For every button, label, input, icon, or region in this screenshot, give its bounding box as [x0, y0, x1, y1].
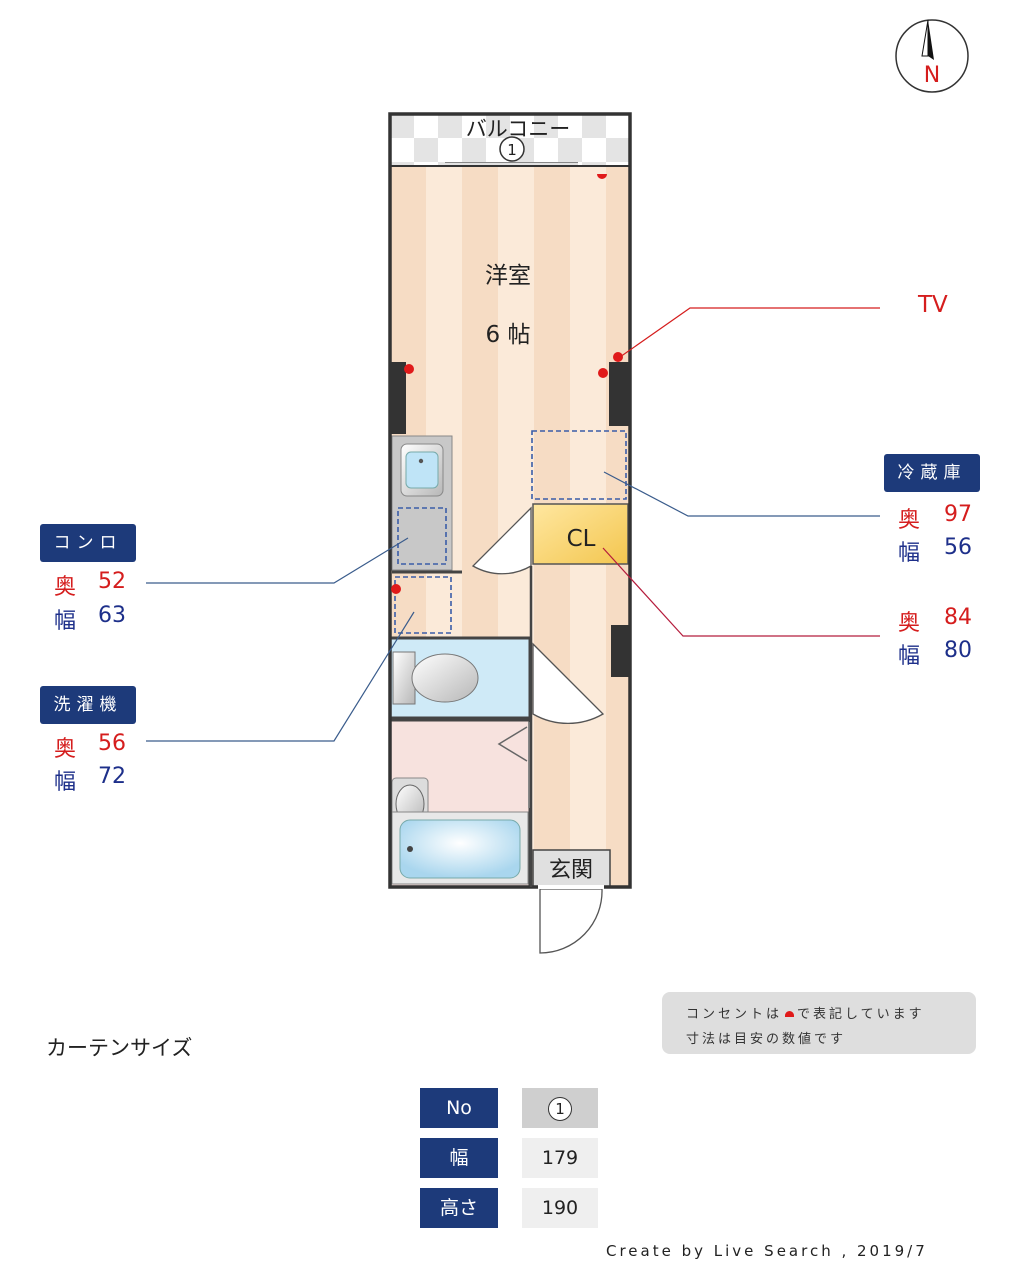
- curtain-value-no: 1: [522, 1088, 598, 1128]
- stove-depth-value: 52: [98, 569, 126, 594]
- fridge-depth-value: 97: [944, 502, 972, 527]
- washer-width-value: 72: [98, 764, 126, 789]
- balcony-label: バルコニー: [466, 117, 571, 141]
- sliding-door: [497, 726, 528, 762]
- note-line2: 寸法は目安の数値です: [686, 1032, 847, 1047]
- closet-door: [471, 506, 532, 575]
- toilet-bowl: [411, 653, 479, 703]
- fridge-width-value: 56: [944, 535, 972, 560]
- credit-line: Create by Live Search , 2019/7: [606, 1242, 928, 1260]
- outlet-legend-icon: [785, 1011, 795, 1017]
- curtain-value-height: 190: [522, 1188, 598, 1228]
- fridge-space: [531, 430, 627, 500]
- entrance-label: 玄関: [549, 858, 593, 883]
- washer-depth-label: 奥: [54, 737, 77, 762]
- closet-width-label: 幅: [898, 644, 921, 669]
- fridge-depth-label: 奥: [898, 508, 921, 533]
- western-room-size: 6 帖: [486, 322, 531, 348]
- callout-lines: [146, 307, 880, 742]
- tv-callout-label: TV: [918, 292, 948, 318]
- closet-width-value: 80: [944, 638, 972, 663]
- toilet-door: [532, 642, 605, 724]
- note-line1-end: で表記しています: [797, 1007, 925, 1022]
- curtain-header-no: No: [420, 1088, 498, 1128]
- closet-label: CL: [567, 526, 596, 552]
- legend-note: コンセントはで表記しています 寸法は目安の数値です: [662, 992, 976, 1054]
- stove-width-label: 幅: [54, 609, 77, 634]
- closet: [532, 503, 629, 565]
- stove-tag: コンロ: [40, 524, 136, 562]
- curtain-header-width: 幅: [420, 1138, 498, 1178]
- curtain-number-badge: 1: [548, 1096, 572, 1121]
- front-door: [539, 888, 603, 954]
- western-room-label: 洋室: [485, 263, 531, 289]
- window-number-badge: [499, 136, 525, 162]
- outer-wall: [388, 112, 632, 889]
- stove-width-value: 63: [98, 603, 126, 628]
- curtain-size-heading: カーテンサイズ: [46, 1036, 193, 1060]
- fridge-tag: 冷蔵庫: [884, 454, 980, 492]
- compass-needle-icon: [928, 20, 934, 60]
- washer-depth-value: 56: [98, 731, 126, 756]
- curtain-value-width: 179: [522, 1138, 598, 1178]
- note-line1-start: コンセントは: [686, 1007, 783, 1022]
- stove-depth-label: 奥: [54, 575, 77, 600]
- washer-width-label: 幅: [54, 770, 77, 795]
- window-number: 1: [507, 141, 517, 159]
- fridge-width-label: 幅: [898, 541, 921, 566]
- compass: N: [895, 19, 969, 93]
- closet-depth-label: 奥: [898, 611, 921, 636]
- washer-space: [394, 576, 452, 634]
- closet-depth-value: 84: [944, 605, 972, 630]
- compass-north-label: N: [924, 63, 940, 88]
- washer-tag: 洗濯機: [40, 686, 136, 724]
- stove-space: [397, 507, 447, 565]
- outlet-markers: [391, 174, 623, 594]
- curtain-header-height: 高さ: [420, 1188, 498, 1228]
